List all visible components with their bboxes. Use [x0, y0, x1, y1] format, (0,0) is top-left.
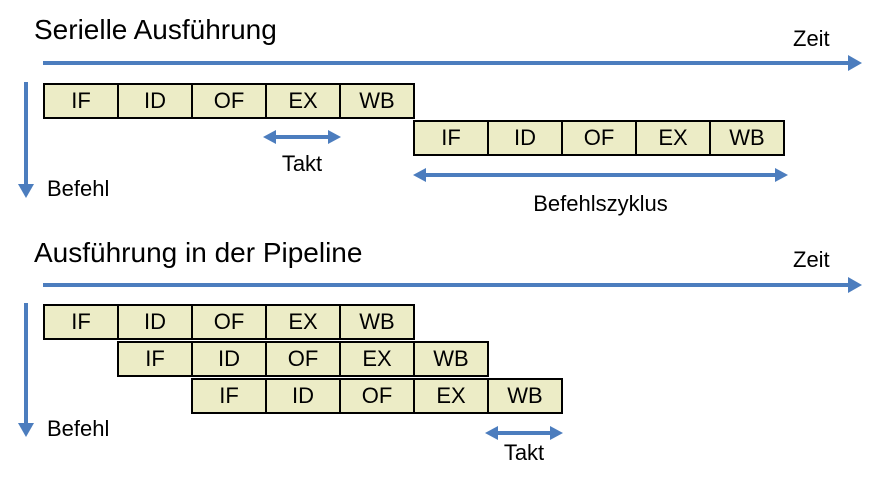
stage-cell-of: OF — [191, 306, 265, 338]
stage-cell-wb: WB — [339, 306, 413, 338]
arrowhead-right-icon — [848, 55, 862, 71]
arrowhead-left-icon — [485, 426, 498, 440]
arrowhead-right-icon — [328, 130, 341, 144]
stage-cell-if: IF — [219, 383, 239, 408]
stage-cell-ex: EX — [635, 122, 709, 154]
stage-cell-id: ID — [265, 380, 339, 412]
stage-cell-if: IF — [441, 125, 461, 150]
arrowhead-left-icon — [413, 168, 426, 182]
arrow-shaft — [43, 283, 848, 287]
stage-cell-ex: EX — [339, 343, 413, 375]
stage-cell-wb: WB — [413, 343, 487, 375]
stage-cell-if: IF — [71, 88, 91, 113]
arrowhead-right-icon — [775, 168, 788, 182]
section2-instruction-axis-arrow — [18, 303, 34, 437]
stage-cell-of: OF — [191, 85, 265, 117]
section1-cycle-arrow — [413, 167, 788, 183]
arrowhead-right-icon — [550, 426, 563, 440]
stage-cell-wb: WB — [709, 122, 783, 154]
arrowhead-right-icon — [848, 277, 862, 293]
arrow-shaft — [24, 82, 28, 184]
stage-cell-ex: EX — [413, 380, 487, 412]
arrowhead-down-icon — [18, 184, 34, 198]
section2-instruction-axis-text: Befehl — [47, 416, 110, 441]
arrow-shaft — [498, 431, 550, 435]
section2-takt-label: Takt — [503, 440, 545, 465]
stage-cell-ex: EX — [265, 85, 339, 117]
pipeline-instruction2-row: IF ID OF EX WB — [117, 341, 489, 377]
stage-cell-if: IF — [145, 346, 165, 371]
section1-takt-label: Takt — [281, 151, 323, 176]
section2-title: Ausführung in der Pipeline — [34, 237, 363, 268]
arrowhead-down-icon — [18, 423, 34, 437]
stage-cell-id: ID — [117, 85, 191, 117]
section2-takt-arrow — [485, 425, 563, 441]
section1-time-axis-label: Zeit — [793, 26, 830, 51]
serial-instruction2-row: IF ID OF EX WB — [413, 120, 785, 156]
section2-time-axis-label: Zeit — [793, 247, 830, 272]
section1-time-axis-arrow — [43, 55, 862, 71]
section2-time-axis-arrow — [43, 277, 862, 293]
pipeline-instruction3-row: IF ID OF EX WB — [191, 378, 563, 414]
stage-cell-of: OF — [339, 380, 413, 412]
arrow-shaft — [24, 303, 28, 423]
stage-cell-of: OF — [265, 343, 339, 375]
arrowhead-left-icon — [263, 130, 276, 144]
section1-takt-arrow — [263, 129, 341, 145]
section1-instruction-axis-text: Befehl — [47, 176, 110, 201]
section1-cycle-label: Befehlszyklus — [533, 191, 668, 216]
arrow-shaft — [426, 173, 775, 177]
stage-cell-of: OF — [561, 122, 635, 154]
stage-cell-wb: WB — [487, 380, 561, 412]
arrow-shaft — [276, 135, 328, 139]
section1-instruction-axis-arrow — [18, 82, 34, 198]
serial-instruction1-row: IF ID OF EX WB — [43, 83, 415, 119]
pipeline-instruction1-row: IF ID OF EX WB — [43, 304, 415, 340]
stage-cell-wb: WB — [339, 85, 413, 117]
stage-cell-id: ID — [117, 306, 191, 338]
stage-cell-id: ID — [487, 122, 561, 154]
stage-cell-ex: EX — [265, 306, 339, 338]
section1-title: Serielle Ausführung — [34, 14, 277, 45]
stage-cell-id: ID — [191, 343, 265, 375]
stage-cell-if: IF — [71, 309, 91, 334]
arrow-shaft — [43, 61, 848, 65]
